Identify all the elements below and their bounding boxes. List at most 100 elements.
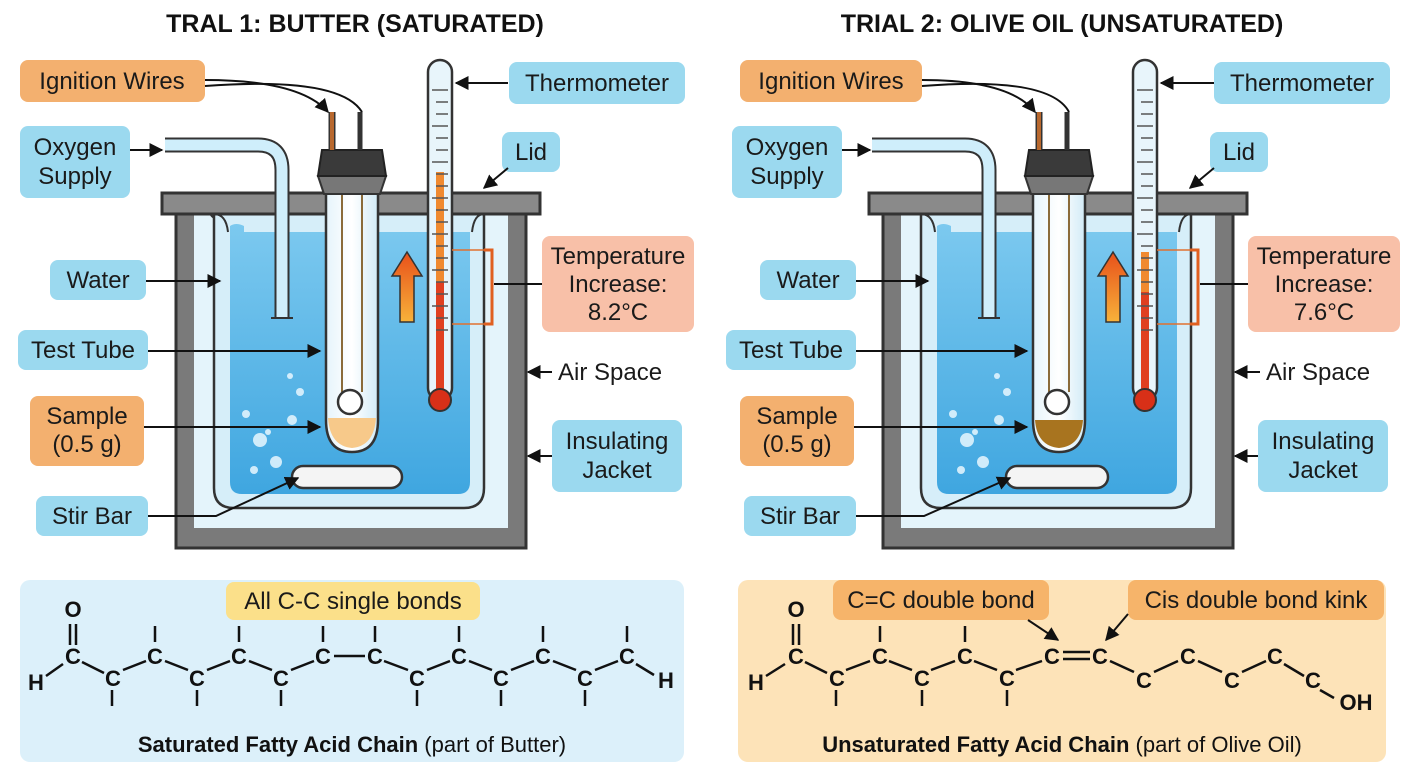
atom-c: C: [1136, 668, 1152, 693]
trial-2-jacket-label-box: [1258, 420, 1388, 492]
atom-o: O: [64, 597, 81, 622]
atom-c: C: [493, 666, 509, 691]
atom-c: C: [409, 666, 425, 691]
trial-2-oxygen-label-box: [732, 126, 842, 198]
trial-2-temp-label-3: 7.6°C: [1294, 299, 1354, 326]
trial-2-temp-label-2: Increase:: [1275, 271, 1374, 298]
trial-2-temperature-arrow: [1096, 250, 1130, 323]
trial-1-bubbles: [242, 373, 304, 474]
trial-2-title: TRIAL 2: OLIVE OIL (UNSATURATED): [841, 10, 1284, 38]
atom-c: C: [829, 666, 845, 691]
trial-1-water-label: Water: [66, 267, 129, 294]
trial-2-lid-label: Lid: [1223, 139, 1255, 166]
trial-2-caption-bold: Unsaturated Fatty Acid Chain: [822, 732, 1129, 757]
trial-2-bubbles: [949, 373, 1011, 474]
trial-1-stopper: [316, 149, 388, 177]
unsaturated-chain: O H C C C C C C C C C C C C C OH: [748, 597, 1372, 715]
trial-1-test-tube-label: Test Tube: [31, 337, 135, 364]
trial-1-stir-bar-label-box: [36, 496, 148, 536]
trial-1-lid-label: Lid: [515, 139, 547, 166]
atom-c: C: [999, 666, 1015, 691]
atom-c: C: [914, 666, 930, 691]
atom-c: C: [147, 644, 163, 669]
trial-1-single-bonds-label: All C-C single bonds: [244, 588, 461, 615]
trial-2-jacket-label-2: Jacket: [1288, 457, 1358, 484]
trial-2-stir-bar-label: Stir Bar: [760, 503, 840, 530]
trial-1-sample-label-2: (0.5 g): [52, 431, 121, 458]
trial-2-thermometer-label-box: [1214, 62, 1390, 104]
trial-2-stir-bar: [1004, 464, 1110, 490]
trial-2-test-tube-label: Test Tube: [739, 337, 843, 364]
trial-1-jacket-label-1: Insulating: [566, 428, 669, 455]
atom-c: C: [788, 644, 804, 669]
atom-c: C: [1267, 644, 1283, 669]
trial-2-stir-bar-label-box: [744, 496, 856, 536]
trial-2-water-label: Water: [776, 267, 839, 294]
trial-2-caption-rest: (part of Olive Oil): [1129, 732, 1301, 757]
trial-2-test-tube: [1031, 174, 1087, 454]
atom-c: C: [577, 666, 593, 691]
trial-1-title: TRAL 1: BUTTER (SATURATED): [166, 10, 544, 38]
trial-2-temp-label-1: Temperature: [1257, 243, 1392, 270]
atom-c: C: [65, 644, 81, 669]
trial-2-molecule-caption: Unsaturated Fatty Acid Chain (part of Ol…: [822, 732, 1302, 757]
atom-c: C: [189, 666, 205, 691]
atom-c: C: [1224, 668, 1240, 693]
trial-1-oxygen-label-box: [20, 126, 130, 198]
saturated-chain: O H C C C C C C C C C C C C C C H: [28, 597, 674, 706]
trial-1-stir-bar: [290, 464, 404, 490]
trial-1-temp-label-3: 8.2°C: [588, 299, 648, 326]
trial-2-sample-label-box: [740, 396, 854, 466]
trial-1-temp-label-1: Temperature: [551, 243, 686, 270]
atom-o: O: [787, 597, 804, 622]
trial-1-test-tube-label-box: [18, 330, 148, 370]
atom-c: C: [1305, 668, 1321, 693]
trial-2-ignition-label: Ignition Wires: [758, 68, 903, 95]
atom-c: C: [1180, 644, 1196, 669]
trial-1-jacket-label-2: Jacket: [582, 457, 652, 484]
trial-1-leader-lines: [130, 76, 552, 517]
trial-1-oxygen-label-2: Supply: [38, 163, 111, 190]
atom-oh: OH: [1340, 690, 1373, 715]
trial-1-water-label-box: [50, 260, 146, 300]
trial-1-air-space-label: Air Space: [558, 359, 662, 386]
atom-c: C: [451, 644, 467, 669]
atom-c: C: [105, 666, 121, 691]
trial-2-leader-lines: [842, 76, 1260, 517]
trial-1-stir-bar-label: Stir Bar: [52, 503, 132, 530]
trial-1-test-tube: [324, 174, 380, 454]
trial-2-double-bond-callout: [833, 580, 1049, 620]
trial-1-molecule-panel: [20, 580, 684, 762]
trial-2-temp-label-box: [1248, 236, 1400, 332]
trial-2-oxygen-label-2: Supply: [750, 163, 823, 190]
atom-c: C: [872, 644, 888, 669]
trial-2-ignition-label-box: [740, 60, 922, 102]
atom-c: C: [231, 644, 247, 669]
trial-2-kink-label: Cis double bond kink: [1145, 587, 1369, 614]
atom-c: C: [1044, 644, 1060, 669]
trial-1-molecule-caption: Saturated Fatty Acid Chain (part of Butt…: [138, 732, 566, 757]
trial-2-molecule-panel: [738, 580, 1386, 762]
trial-1-ignition-label: Ignition Wires: [39, 68, 184, 95]
trial-2-oxygen-label-1: Oxygen: [746, 134, 829, 161]
atom-h: H: [658, 668, 674, 693]
atom-h: H: [748, 670, 764, 695]
trial-1-temp-label-box: [542, 236, 694, 332]
trial-1-caption-rest: (part of Butter): [418, 732, 566, 757]
trial-1-lid-label-box: [502, 132, 560, 172]
trial-1-sample-label-box: [30, 396, 144, 466]
trial-2: TRIAL 2: OLIVE OIL (UNSATURATED): [726, 10, 1400, 762]
trial-2-sample-label-1: Sample: [756, 403, 837, 430]
trial-1-temp-label-2: Increase:: [569, 271, 668, 298]
trial-2-stopper: [1023, 149, 1095, 177]
trial-1-caption-bold: Saturated Fatty Acid Chain: [138, 732, 418, 757]
atom-c: C: [315, 644, 331, 669]
trial-1-oxygen-label-1: Oxygen: [34, 134, 117, 161]
trial-2-air-space-label: Air Space: [1266, 359, 1370, 386]
trial-1-single-bonds-callout: [226, 582, 480, 620]
atom-c: C: [619, 644, 635, 669]
trial-1-jacket-label-box: [552, 420, 682, 492]
atom-h: H: [28, 670, 44, 695]
